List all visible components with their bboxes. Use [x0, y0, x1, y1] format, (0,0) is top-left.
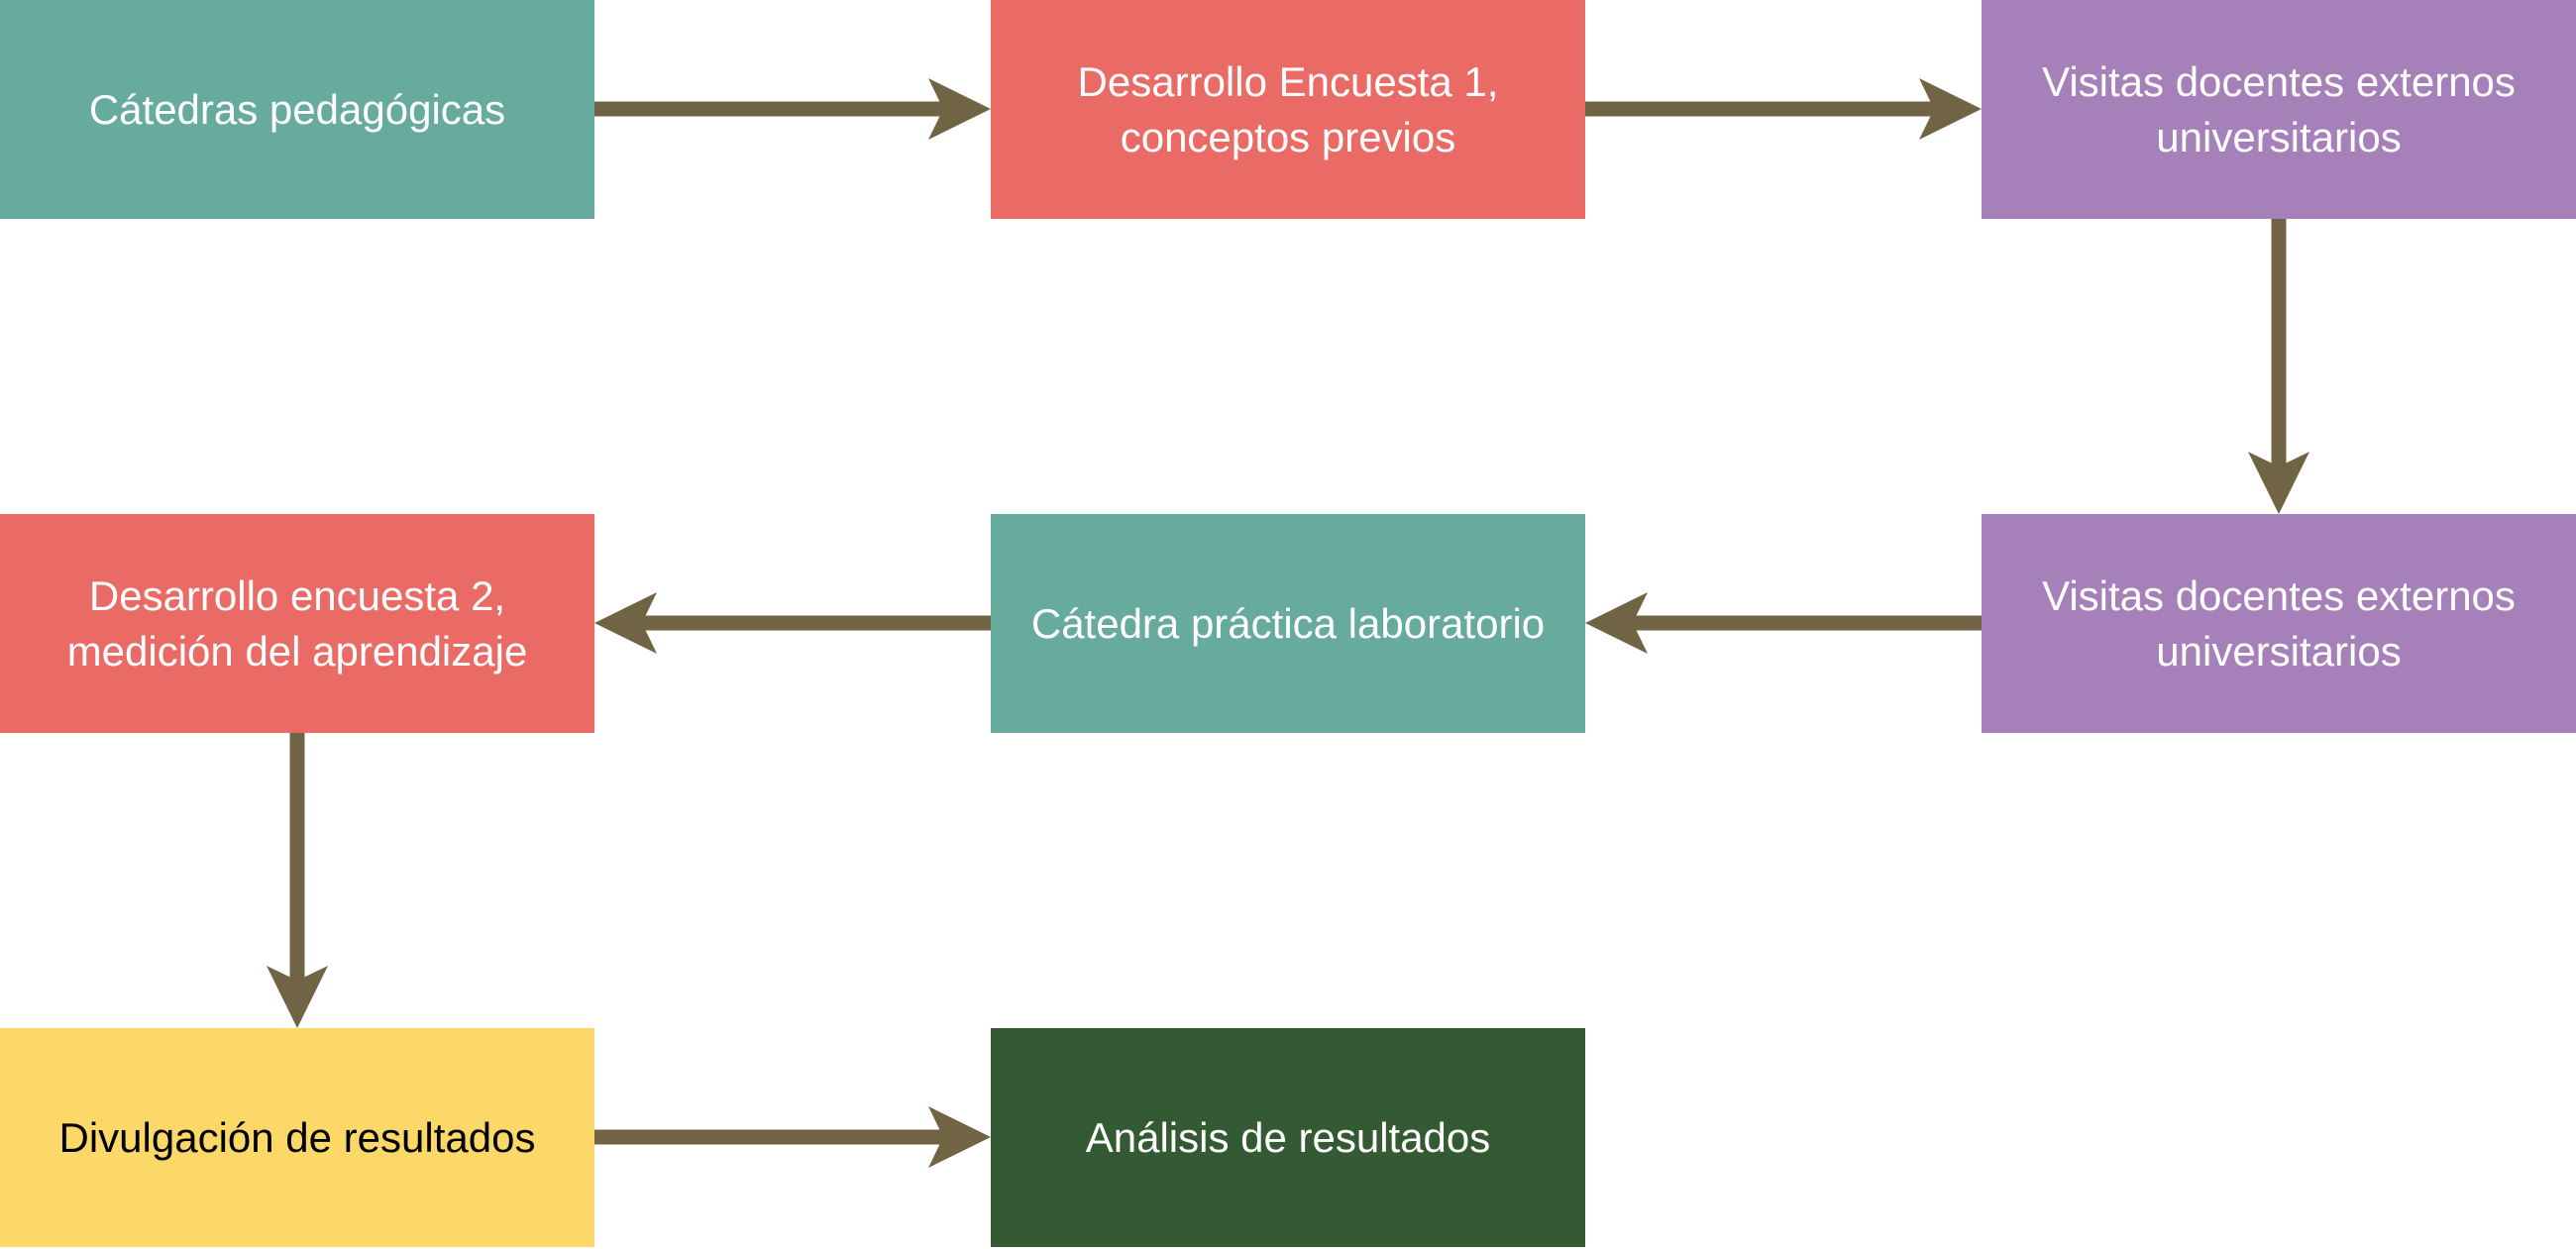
node-label: Cátedra práctica laboratorio	[1030, 599, 1546, 647]
edge-n6-n7	[267, 733, 328, 1028]
node-label: Divulgación de resultados	[58, 1113, 536, 1161]
node-catedras-pedagogicas: Cátedras pedagógicas	[0, 0, 594, 219]
edge-n5-n6	[594, 592, 991, 654]
edge-n3-n4	[2248, 219, 2309, 514]
edge-n7-n8	[594, 1106, 991, 1168]
node-desarrollo-encuesta-1: Desarrollo Encuesta 1, conceptos previos	[991, 0, 1585, 219]
node-visitas-docentes-2: Visitas docentes externos universitarios	[1982, 514, 2576, 733]
node-visitas-docentes-1: Visitas docentes externos universitarios	[1982, 0, 2576, 219]
node-analisis-resultados: Análisis de resultados	[991, 1028, 1585, 1247]
edge-n1-n2	[594, 78, 991, 140]
node-label: Análisis de resultados	[1085, 1113, 1491, 1161]
node-label: Desarrollo Encuesta 1, conceptos previos	[1077, 57, 1499, 160]
edge-n2-n3	[1585, 78, 1982, 140]
node-label: Visitas docentes externos universitarios	[2042, 572, 2516, 675]
node-catedra-practica-laboratorio: Cátedra práctica laboratorio	[991, 514, 1585, 733]
node-label: Desarrollo encuesta 2, medición del apre…	[66, 572, 528, 675]
node-label: Cátedras pedagógicas	[88, 85, 506, 133]
node-desarrollo-encuesta-2: Desarrollo encuesta 2, medición del apre…	[0, 514, 594, 733]
node-label: Visitas docentes externos universitarios	[2042, 57, 2516, 160]
edge-n4-n5	[1585, 592, 1982, 654]
node-divulgacion-resultados: Divulgación de resultados	[0, 1028, 594, 1247]
